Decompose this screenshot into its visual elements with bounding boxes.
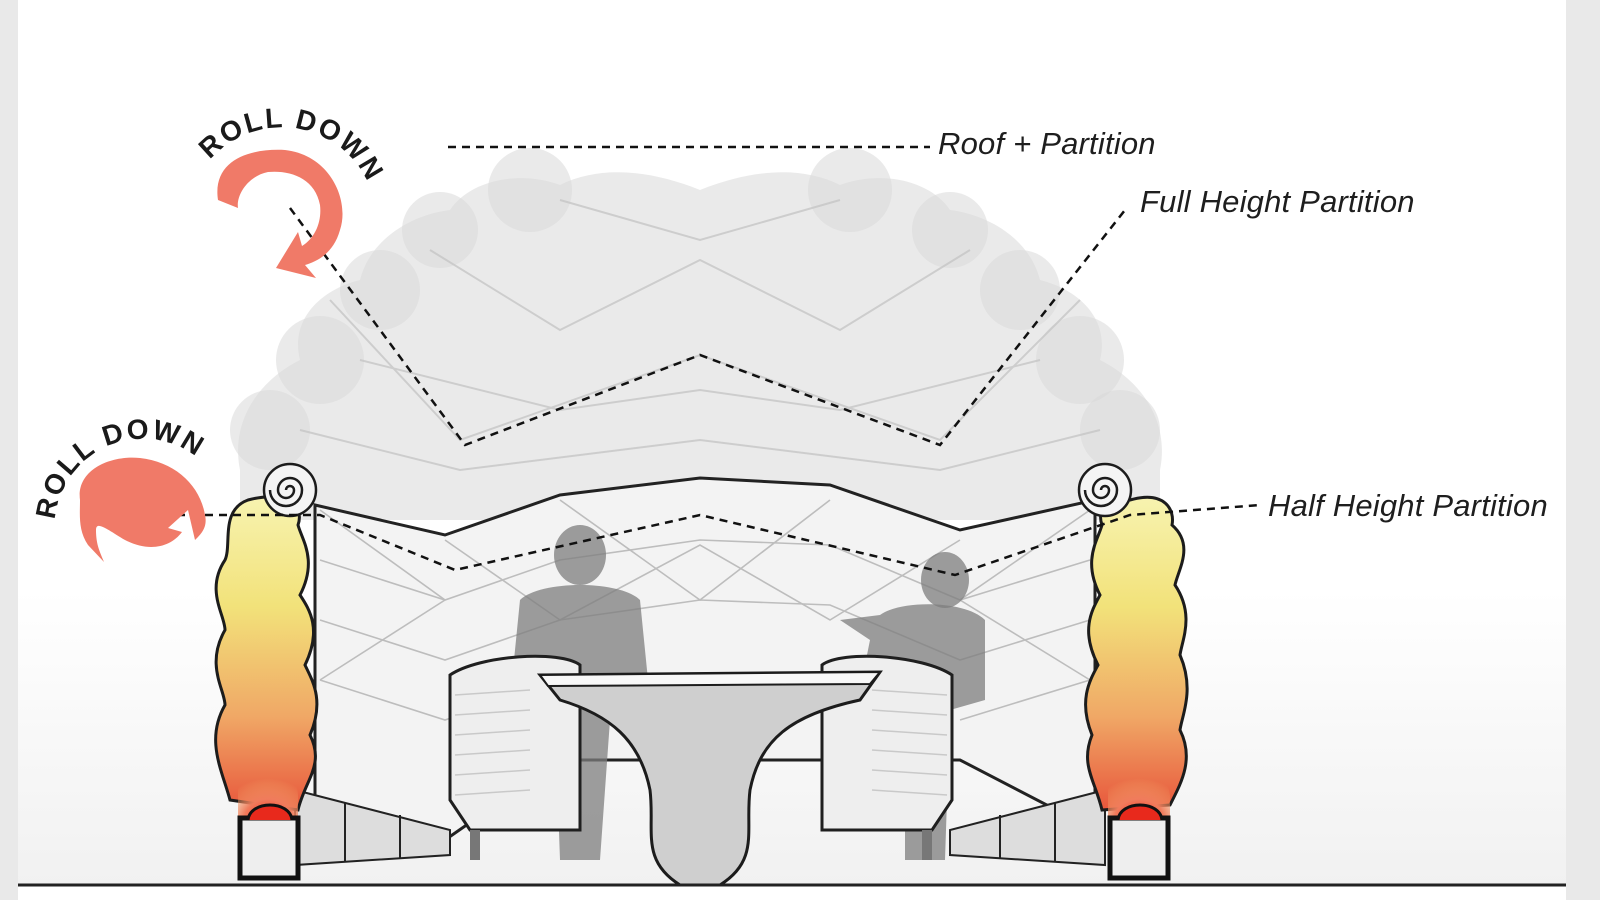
roll-down-upper-icon xyxy=(217,149,343,278)
half-height-partition-label: Half Height Partition xyxy=(1268,488,1548,523)
full-height-partition-label: Full Height Partition xyxy=(1140,184,1415,219)
roof-partition-label: Roof + Partition xyxy=(938,126,1156,161)
left-inflatable-column xyxy=(214,495,319,881)
leader-lines xyxy=(135,145,1261,577)
right-inflatable-column xyxy=(1084,495,1189,881)
base-blocks xyxy=(294,788,1106,867)
full-height-leader-line xyxy=(288,207,1126,447)
roll-down-arrow-upper xyxy=(217,149,343,278)
roof-canopy-ghost xyxy=(230,148,1162,520)
roll-down-lower-icon xyxy=(79,457,206,562)
rolled-partition-left xyxy=(262,462,318,518)
roll-down-arrow-lower xyxy=(79,457,206,562)
half-height-leader-line xyxy=(135,503,1261,577)
rolled-partition-right xyxy=(1077,462,1133,518)
